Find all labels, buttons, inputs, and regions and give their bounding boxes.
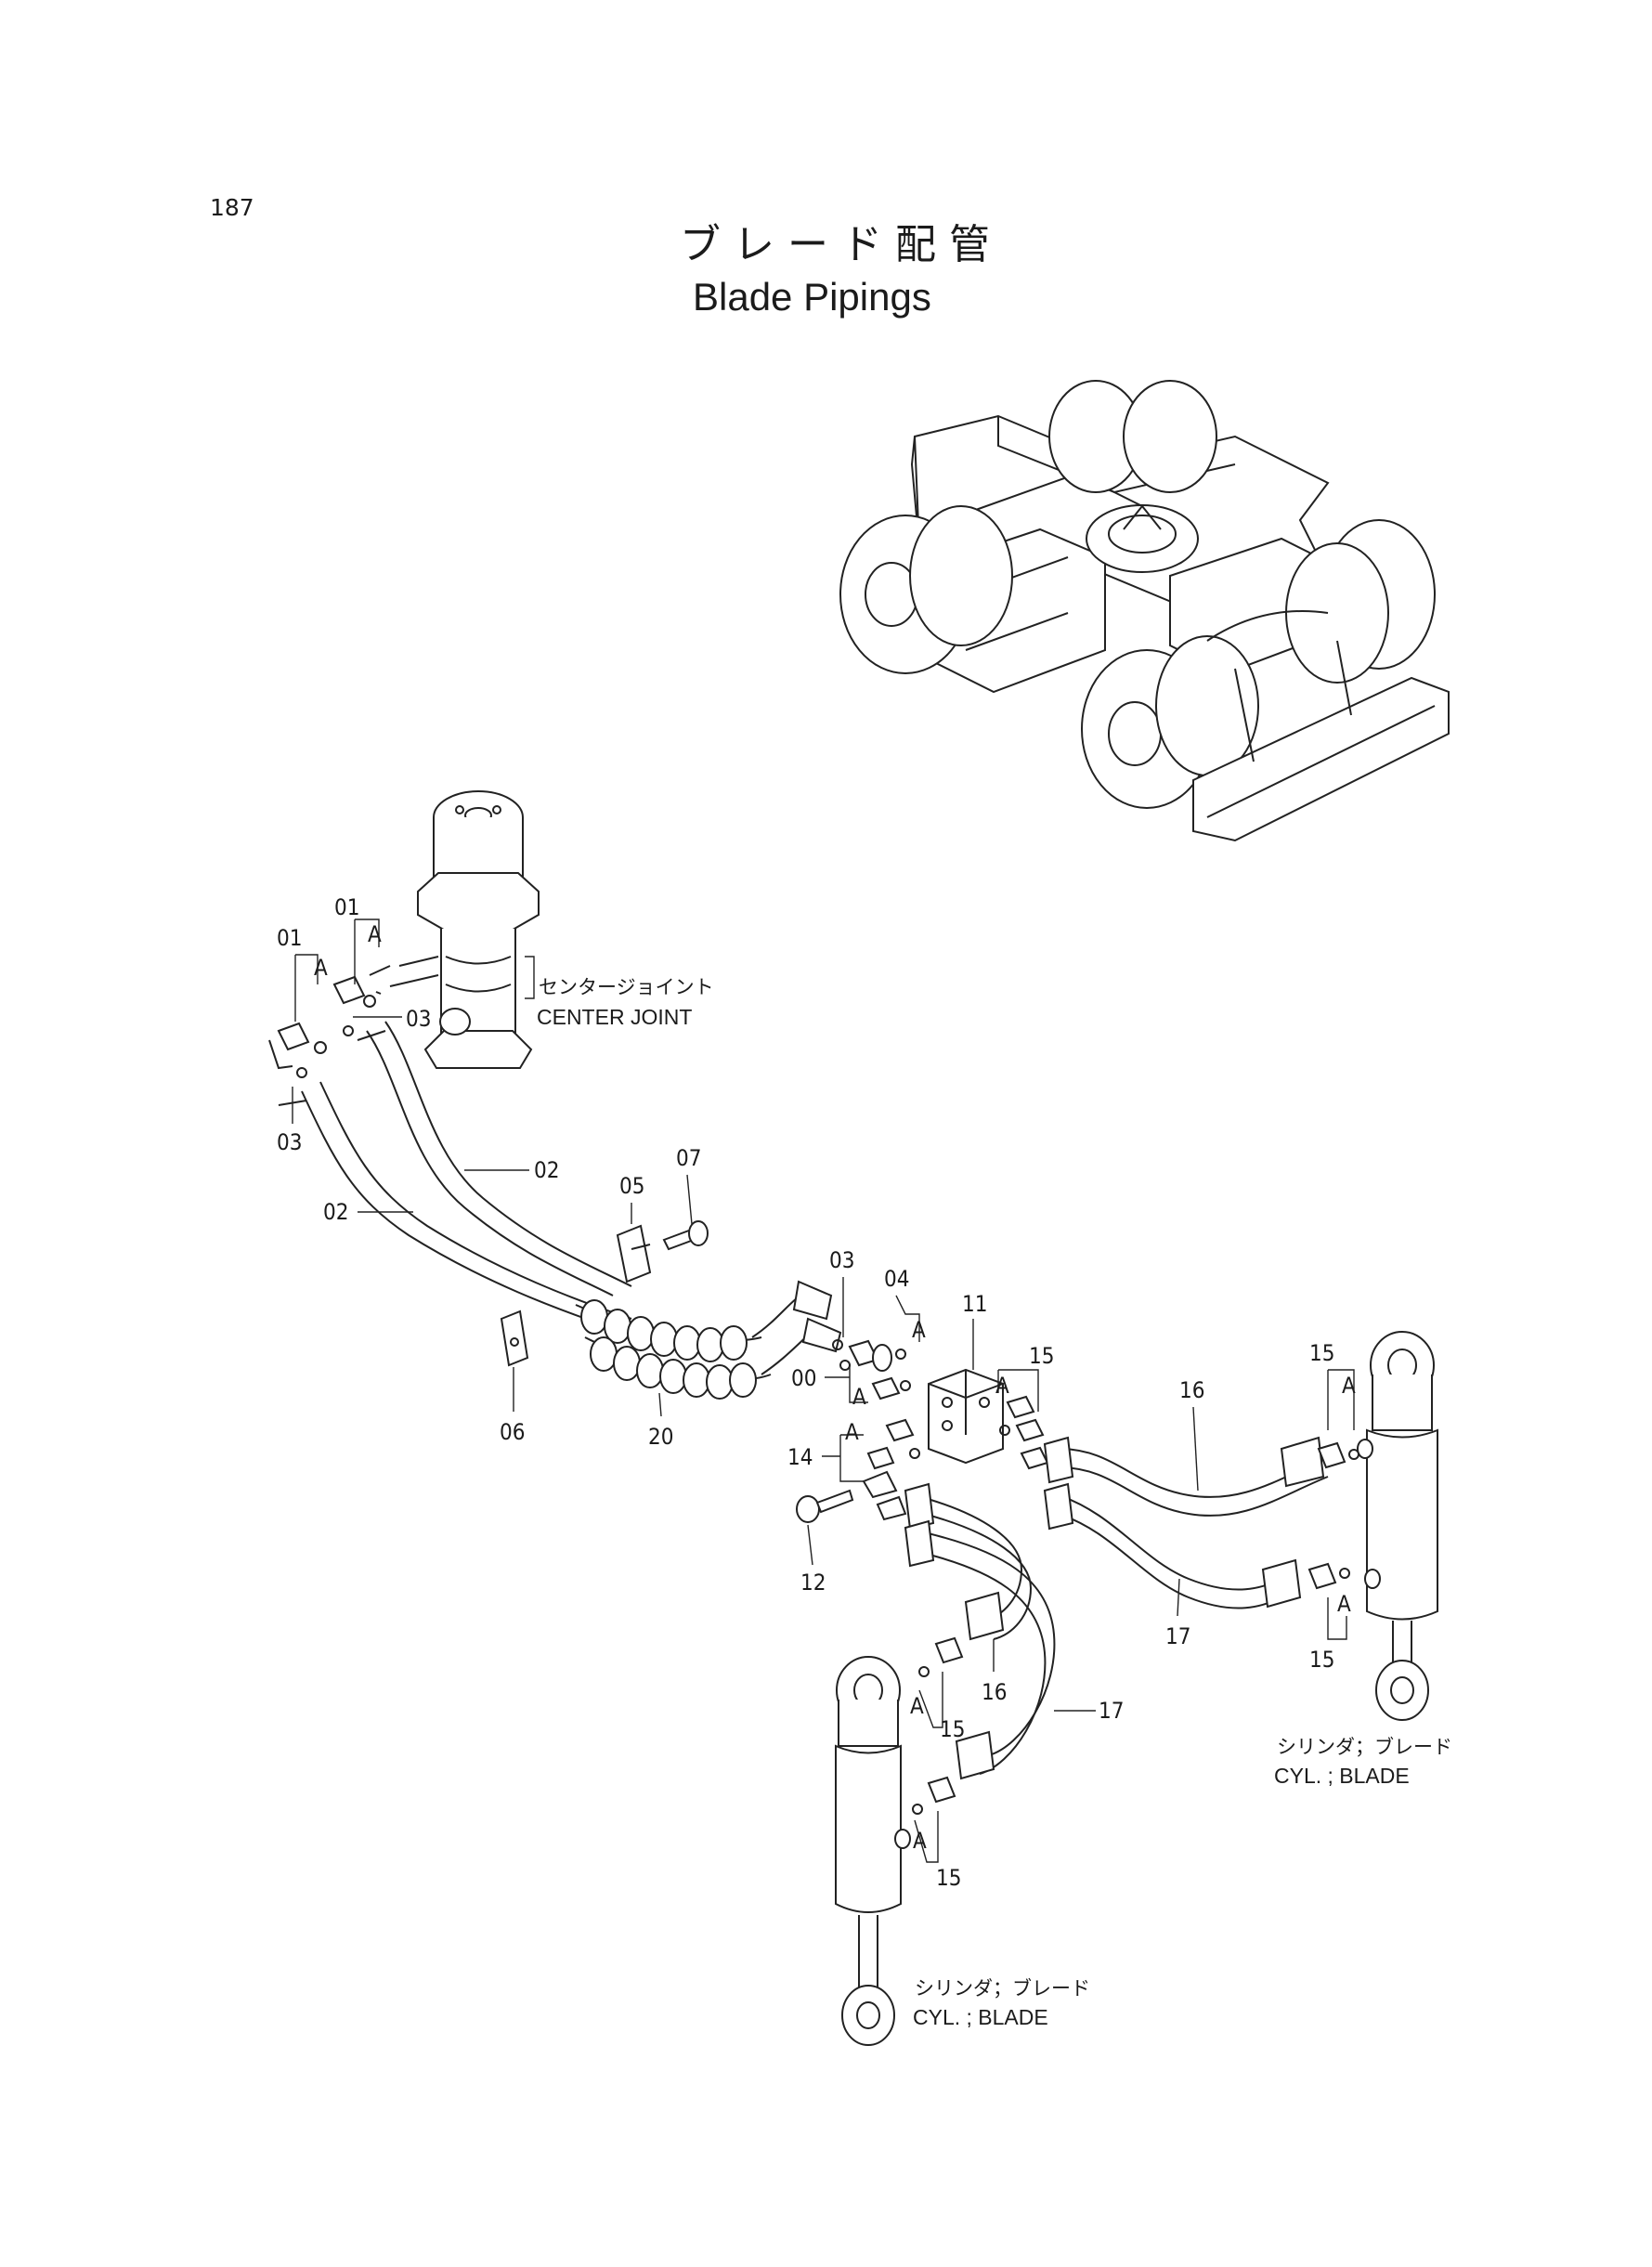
callout-15-left-upper: 15 [940,1716,965,1742]
spiral-wrap-20 [575,1280,842,1400]
bolt-07 [662,1220,709,1251]
callout-11: 11 [962,1291,987,1317]
callout-06: 06 [500,1419,525,1445]
title-japanese: ブレード配管 [680,221,1003,268]
callout-05: 05 [619,1173,644,1199]
callout-01-left: 01 [277,925,302,951]
callout-17-right: 17 [1165,1623,1190,1649]
fittings-15-right [1307,1441,1359,1590]
label-left-cylinder-jp: シリンダ；ブレード [915,1977,1090,2000]
leader-lines [292,919,1355,1863]
clamp-05 [616,1224,652,1283]
callout-01-right: 01 [334,894,359,920]
fittings-15-block [999,1395,1049,1470]
left-blade-cylinder [835,1656,911,2046]
plate-06 [500,1309,529,1367]
callout-A-8: A [1337,1591,1351,1617]
callout-A-3: A [912,1317,926,1343]
callout-12: 12 [800,1570,826,1596]
hoses-left-16-17 [904,1482,1056,1780]
callout-A-4: A [852,1384,866,1410]
callout-03-block: 03 [829,1247,854,1273]
label-right-cylinder-jp: シリンダ；ブレード [1277,1736,1452,1758]
fittings-04-00 [832,1339,915,1442]
callout-A-2: A [368,921,382,947]
callout-04: 04 [884,1266,909,1292]
label-right-cylinder-en: CYL. ; BLADE [1274,1764,1410,1788]
callout-15-block: 15 [1029,1343,1054,1369]
callout-02-right: 02 [534,1157,559,1183]
center-joint-fittings [268,965,391,1078]
label-left-cylinder-en: CYL. ; BLADE [913,2005,1048,2029]
callout-A-9: A [910,1693,924,1719]
callout-16-left: 16 [982,1679,1007,1705]
center-joint-part [389,790,540,1069]
callout-17-left: 17 [1099,1698,1124,1724]
fittings-14-12 [796,1446,920,1523]
hoses-02 [278,1021,632,1329]
callout-A-10: A [913,1828,927,1854]
callout-03-upper: 03 [406,1006,431,1032]
callout-numbers: 01 01 A A 03 03 02 02 05 07 06 20 03 04 … [277,894,1356,1891]
callout-A-5: A [995,1373,1009,1399]
callout-16-right: 16 [1179,1377,1204,1403]
callout-20: 20 [648,1424,673,1450]
callout-15-left-lower: 15 [936,1865,961,1891]
callout-07: 07 [676,1145,701,1171]
label-center-joint-jp: センタージョイント [539,976,714,998]
fittings-15-left [912,1636,964,1815]
callout-03-lower: 03 [277,1129,302,1155]
callout-A-6: A [845,1419,859,1445]
callout-15-right-lower: 15 [1309,1647,1334,1673]
hoses-right-16-17 [1043,1436,1329,1609]
callout-00: 00 [791,1365,816,1391]
right-blade-cylinder [1357,1331,1438,1721]
block-11 [928,1368,1004,1465]
callout-A-1: A [314,955,328,981]
callout-15-right-upper: 15 [1309,1340,1334,1366]
page-number: 187 [210,194,254,221]
undercarriage-overview [839,380,1450,842]
label-center-joint-en: CENTER JOINT [537,1005,692,1029]
callout-02-left: 02 [323,1199,348,1225]
callout-14: 14 [787,1444,813,1470]
callout-A-7: A [1342,1373,1356,1399]
title-english: Blade Pipings [693,275,931,319]
